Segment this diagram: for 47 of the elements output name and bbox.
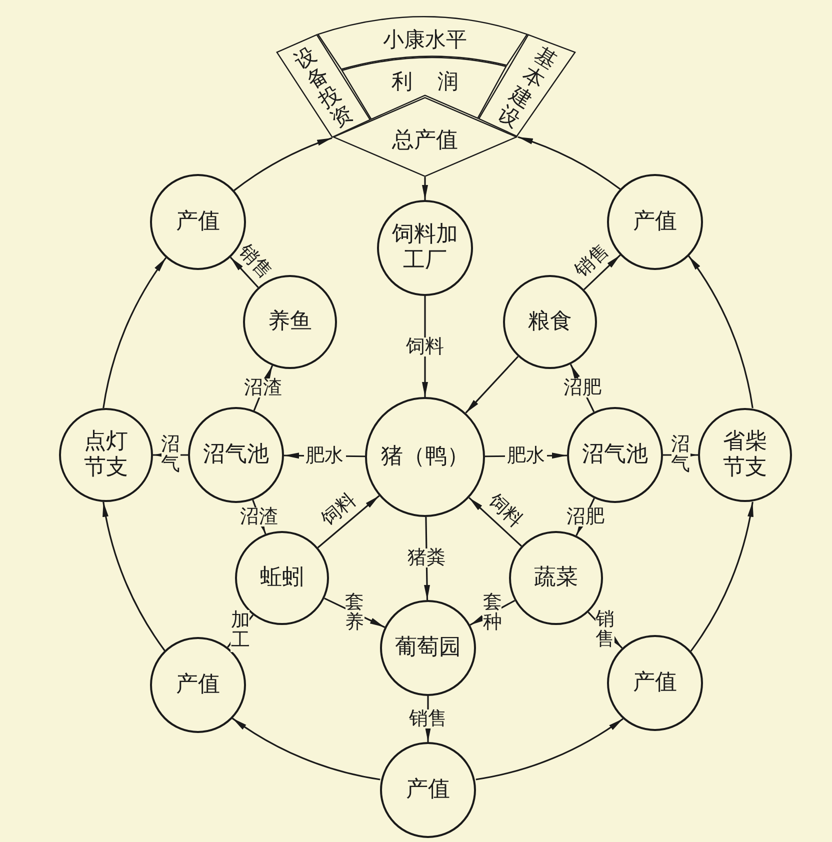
arrow xyxy=(422,177,428,200)
arrow xyxy=(234,137,332,192)
node-label: 小康水平 xyxy=(383,30,467,50)
arrow xyxy=(518,136,621,190)
node-label: 产值 xyxy=(176,672,220,698)
node-label: 产值 xyxy=(633,670,677,696)
node-label: 总产值 xyxy=(392,130,458,152)
edge-label: 沼肥 xyxy=(564,507,606,526)
arrow xyxy=(468,497,522,547)
node-label: 蚯蚓 xyxy=(260,564,304,592)
arrow xyxy=(232,718,380,780)
arrow xyxy=(688,256,754,408)
node-label: 饲料加工厂 xyxy=(392,222,458,274)
edge-label: 沼渣 xyxy=(242,378,284,398)
edge-label: 猪粪 xyxy=(406,548,448,568)
arrow xyxy=(476,718,624,780)
node-label: 产值 xyxy=(633,208,677,236)
node-label: 产值 xyxy=(176,208,220,236)
edge-label: 销售 xyxy=(570,240,614,283)
edge-label: 沼渣 xyxy=(238,507,280,526)
node-label: 粮食 xyxy=(528,308,572,336)
node-label: 猪（鸭） xyxy=(381,444,469,470)
arrow xyxy=(230,256,259,288)
node-label: 产值 xyxy=(406,776,450,804)
node-label: 沼气池 xyxy=(582,442,648,468)
arrow xyxy=(102,257,167,408)
edge-label: 肥水 xyxy=(304,446,346,466)
arrow xyxy=(690,502,754,652)
node-label: 蔬菜 xyxy=(534,564,578,592)
arrow xyxy=(317,495,380,548)
node-label: 养鱼 xyxy=(268,308,312,336)
node-label: 利润 xyxy=(390,72,484,92)
node-label: 沼气池 xyxy=(203,442,269,468)
edge-label: 肥水 xyxy=(504,446,547,466)
edge-label: 饲料 xyxy=(484,490,528,532)
arrow xyxy=(583,254,621,290)
arrow xyxy=(465,356,519,414)
arrow xyxy=(102,502,166,652)
edge-label: 销售 xyxy=(234,240,277,284)
edge-label: 饲料 xyxy=(316,489,361,532)
node-label: 葡萄园 xyxy=(395,634,461,662)
node-label: 省柴节支 xyxy=(723,428,767,482)
node-label: 点灯节支 xyxy=(84,428,128,482)
edge-label: 沼肥 xyxy=(561,378,604,398)
node-label: 基本建设 xyxy=(494,43,560,133)
node-label: 设备投资 xyxy=(290,43,358,133)
edge-label: 饲料 xyxy=(404,337,446,356)
